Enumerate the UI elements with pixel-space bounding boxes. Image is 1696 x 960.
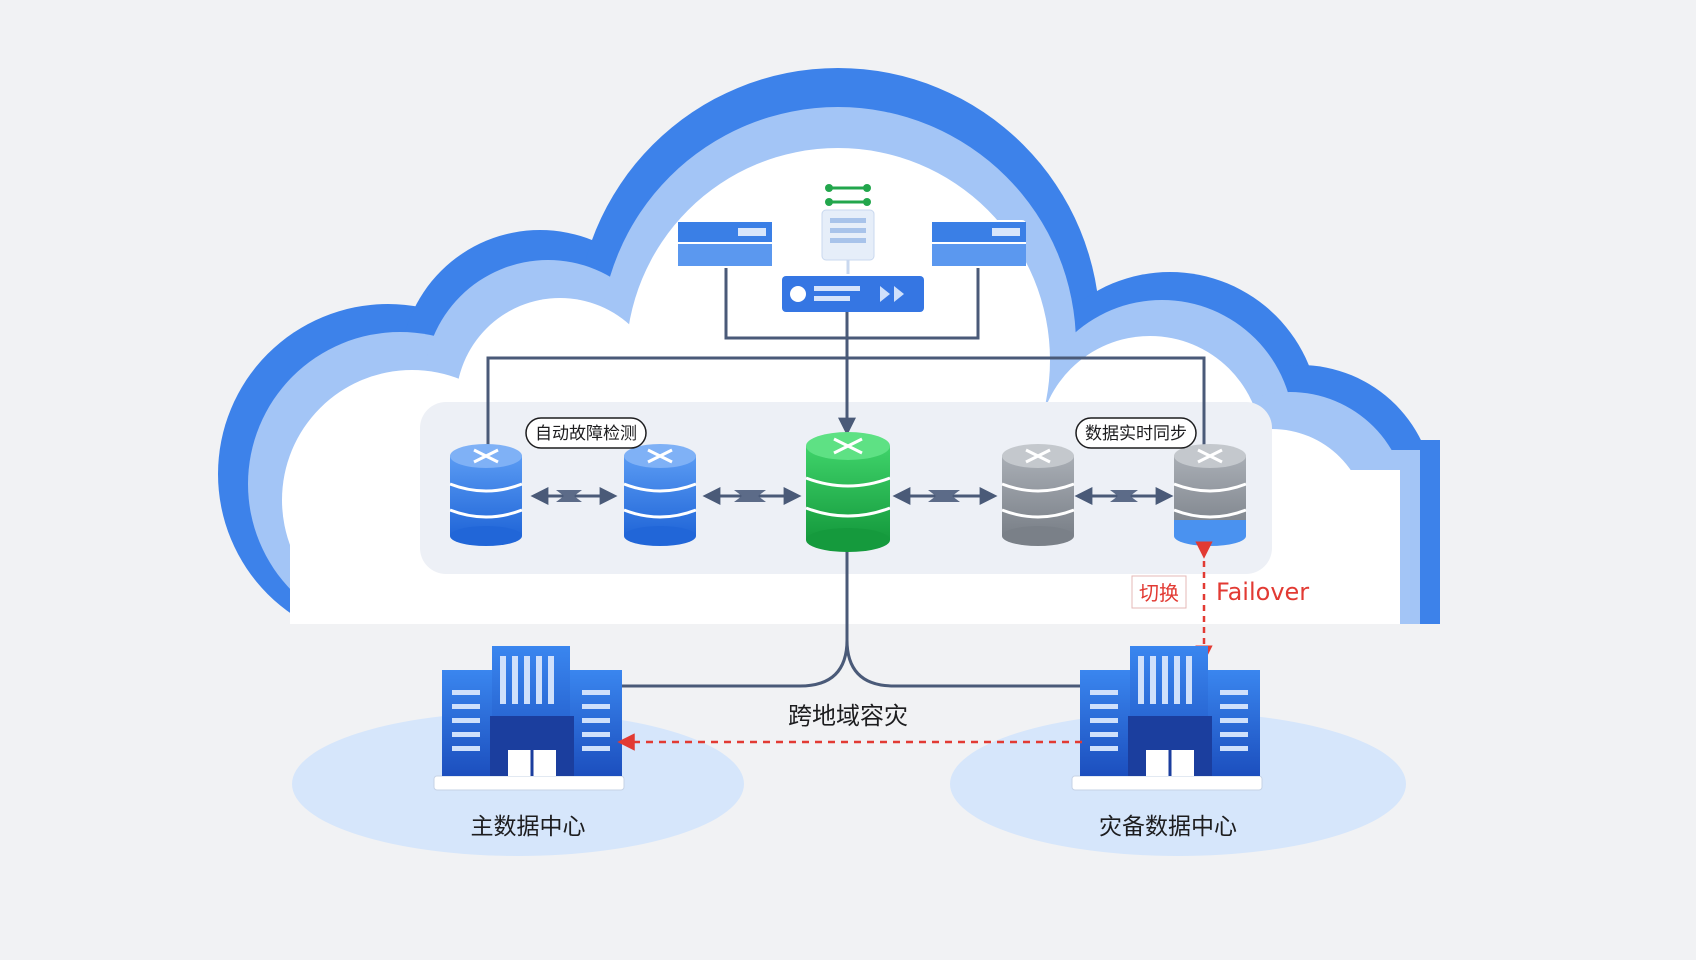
database-router-icon: [623, 444, 697, 546]
realtime-sync-label: 数据实时同步: [1085, 424, 1187, 444]
management-server-icon: [821, 184, 875, 274]
failover-cn-box: [1131, 575, 1187, 609]
server-card-left: [678, 220, 772, 268]
auto-fault-detection-label: 自动故障检测: [535, 424, 637, 444]
cross-region-dr-label: 跨地域容灾: [788, 702, 908, 730]
realtime-sync-pill: 数据实时同步: [1075, 417, 1197, 449]
database-router-icon-primary: [805, 432, 891, 552]
database-router-icon: [1001, 444, 1075, 546]
office-building-icon-primary: [433, 646, 625, 791]
primary-dc-label: 主数据中心: [471, 814, 586, 840]
server-card-right: [932, 220, 1026, 268]
failover-en-label: Failover: [1216, 578, 1309, 606]
failover-cn-label: 切换: [1139, 581, 1179, 605]
office-building-icon-backup: [1071, 646, 1263, 791]
console-bar: [782, 276, 924, 312]
backup-dc-label: 灾备数据中心: [1099, 814, 1237, 840]
database-router-icon: [449, 444, 523, 546]
database-router-icon: [1173, 444, 1247, 546]
auto-fault-detection-pill: 自动故障检测: [525, 417, 647, 449]
control-links: [486, 268, 1206, 452]
region-links: [618, 548, 1080, 688]
sync-marks: [556, 490, 1138, 502]
